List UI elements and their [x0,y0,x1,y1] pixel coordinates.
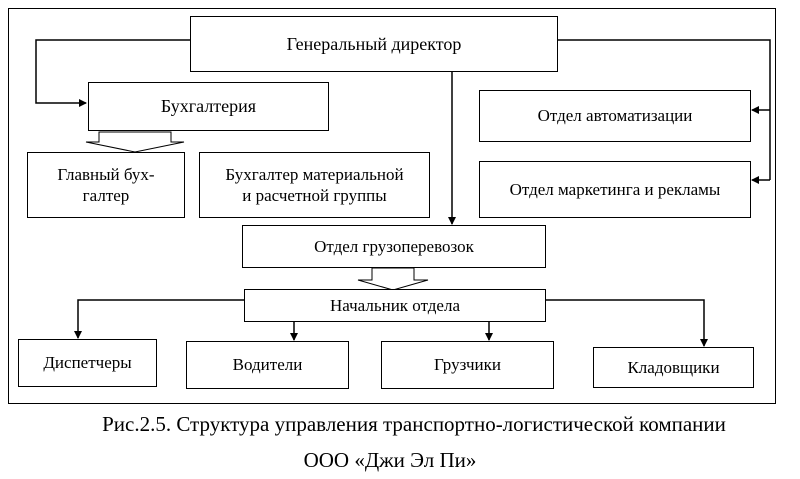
node-chief-accountant: Главный бух- галтер [27,152,185,218]
arrow-to-storekeepers [546,299,708,347]
node-drivers: Водители [186,341,349,389]
node-dispatchers: Диспетчеры [18,339,157,387]
node-marketing-dept: Отдел маркетинга и рекламы [479,161,751,218]
node-director: Генеральный директор [190,16,558,72]
diagram-frame [8,8,776,404]
block-arrow-freight [357,267,429,291]
block-arrow-accounting [85,131,185,153]
node-storekeepers: Кладовщики [593,347,754,388]
line-director-right [558,39,771,180]
arrow-to-dispatchers [74,299,244,339]
node-accounting: Бухгалтерия [88,82,329,131]
figure-caption-line2: ООО «Джи Эл Пи» [303,448,477,472]
arrow-director-to-accounting [35,39,190,107]
node-loaders: Грузчики [381,341,554,389]
node-automation-dept: Отдел автоматизации [479,90,751,142]
node-material-accountant: Бухгалтер материальной и расчетной групп… [199,152,430,218]
figure-caption-line1: Рис.2.5. Структура управления транспортн… [102,412,726,436]
node-freight-dept: Отдел грузоперевозок [242,225,546,268]
node-dept-head: Начальник отдела [244,289,546,322]
